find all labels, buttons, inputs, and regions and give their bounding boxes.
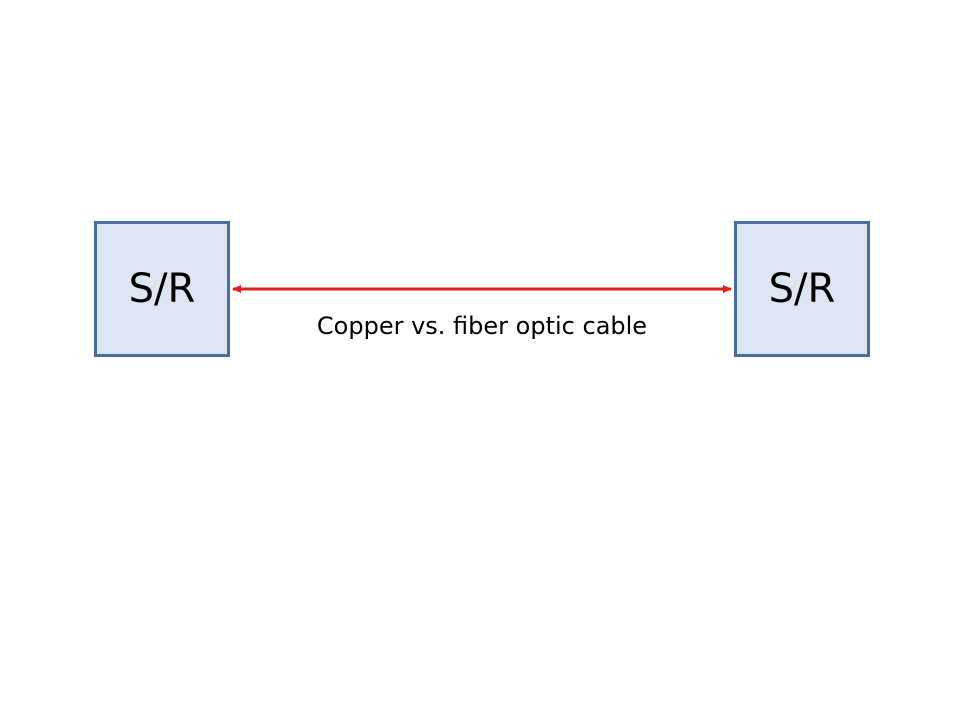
link-label: Copper vs. fiber optic cable — [316, 312, 648, 340]
sender-receiver-box-left: S/R — [94, 221, 230, 357]
node-label-left: S/R — [128, 266, 196, 312]
sender-receiver-box-right: S/R — [734, 221, 870, 357]
node-label-right: S/R — [768, 266, 836, 312]
